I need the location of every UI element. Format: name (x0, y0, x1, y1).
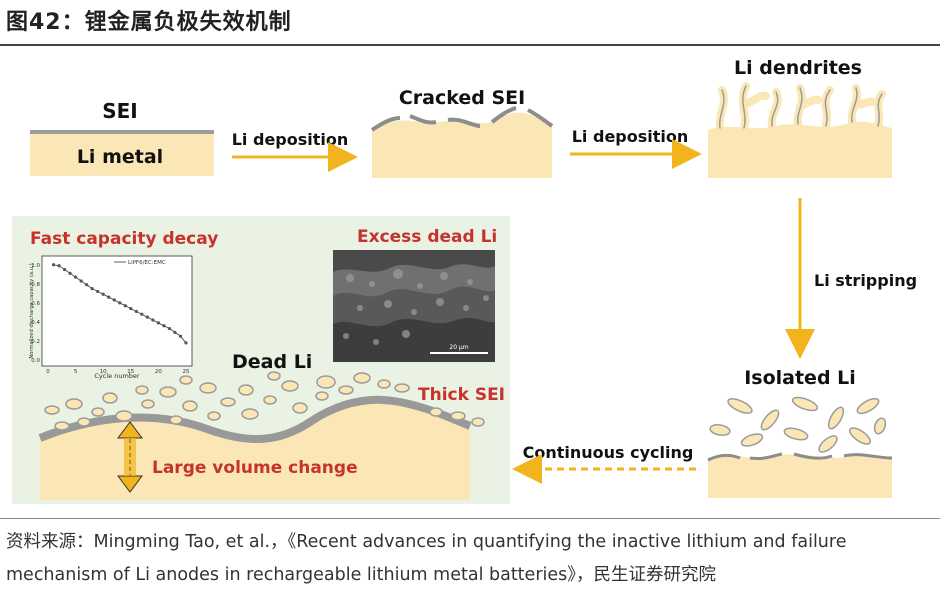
chart-data-point (90, 286, 94, 291)
volume-change-label: Large volume change (152, 458, 358, 478)
stage-li-dendrites: Li dendrites (708, 57, 892, 178)
chart-data-point (129, 306, 133, 311)
chart-data-point (112, 298, 116, 302)
chart-y-tick-label: 0.0 (31, 358, 40, 364)
sei-layer (30, 130, 214, 134)
chart-x-tick-label: 15 (127, 369, 134, 375)
chart-data-point (140, 312, 144, 316)
chart-data-point (151, 318, 155, 322)
source-note: 资料来源：Mingming Tao, et al.，《Recent advanc… (6, 532, 847, 585)
top-divider (0, 44, 940, 46)
chart-x-tick-label: 20 (155, 369, 162, 375)
excess-dead-li-label: Excess dead Li (357, 227, 497, 247)
chart-data-point (85, 283, 89, 287)
chart-data-point (62, 267, 67, 272)
chart-data-point (107, 295, 111, 299)
chart-y-tick-label: 0.8 (31, 282, 40, 288)
chart-data-point (184, 341, 188, 345)
failure-outcome-panel: Fast capacity decay Excess dead Li 0 5 10 1… (12, 216, 510, 504)
chart-data-point (173, 330, 177, 334)
cycling-label: Continuous cycling (523, 443, 694, 462)
chart-data-point (57, 264, 61, 268)
deposition-label-1: Li deposition (232, 130, 349, 149)
chart-y-tick-label: 0.6 (31, 301, 40, 307)
chart-data-point (156, 321, 160, 325)
deposition-label-2: Li deposition (572, 127, 689, 146)
chart-data-point (178, 334, 183, 338)
chart-data-point (167, 326, 172, 331)
bottom-divider (0, 518, 940, 519)
dendrites-label: Li dendrites (734, 57, 862, 79)
chart-data-point (134, 309, 138, 314)
chart-x-tick-label: 0 (46, 369, 50, 375)
isolated-li-label: Isolated Li (744, 367, 856, 389)
stage-isolated-li: Isolated Li (707, 367, 893, 498)
li-metal-block (30, 134, 214, 176)
dead-li-particles (44, 371, 485, 431)
cycling-arrow: Continuous cycling (512, 443, 696, 484)
chart-x-tick-label: 5 (74, 369, 78, 375)
stripping-label: Li stripping (814, 271, 917, 290)
chart-data-point (74, 275, 78, 279)
chart-y-tick-label: 0.4 (31, 320, 40, 326)
chart-y-tick-label: 0.2 (31, 339, 40, 345)
chart-data-point (162, 324, 166, 328)
capacity-decay-chart: 0 5 10 15 20 25 0.0 0.2 0.4 0.6 0.8 1.0 LiPF6/EC:EM… (29, 255, 193, 380)
chart-data-point (68, 271, 72, 275)
deposition-arrow-1: Li deposition (232, 130, 358, 172)
volume-change-arrow (117, 421, 143, 493)
chart-legend-text: LiPF6/EC:EMC (128, 260, 166, 266)
sem-image: 20 μm (333, 250, 495, 362)
cracked-sei-label: Cracked SEI (399, 87, 525, 109)
chart-y-tick-label: 1.0 (31, 263, 40, 269)
chart-data-point (96, 289, 100, 294)
chart-y-label: Normalized discharge capacity (a.u.) (29, 263, 35, 358)
chart-x-label: Cycle number (94, 372, 140, 380)
stage-sei-li-metal: SEI Li metal (30, 99, 214, 176)
sem-scale-label: 20 μm (449, 344, 468, 351)
fast-decay-label: Fast capacity decay (30, 229, 218, 249)
thick-sei-label: Thick SEI (418, 385, 505, 405)
figure-title: 图42：锂金属负极失效机制 (6, 10, 292, 35)
li-metal-label: Li metal (77, 146, 163, 168)
stage-cracked-sei: Cracked SEI (370, 87, 554, 178)
chart-data-point (51, 263, 56, 267)
chart-data-point (145, 315, 149, 319)
chart-data-point (118, 301, 122, 305)
chart-data-point (123, 304, 127, 308)
chart-x-tick-label: 25 (183, 369, 190, 375)
chart-x-tick-label: 10 (100, 369, 107, 375)
chart-data-point (101, 292, 105, 296)
stripping-arrow: Li stripping (785, 198, 917, 359)
sei-label: SEI (102, 99, 138, 123)
chart-data-point (79, 279, 83, 283)
deposition-arrow-2: Li deposition (570, 127, 702, 169)
dead-li-label: Dead Li (232, 351, 312, 373)
failure-mechanism-diagram: SEI Li metal Li deposition Cracked SEI L… (12, 57, 917, 504)
